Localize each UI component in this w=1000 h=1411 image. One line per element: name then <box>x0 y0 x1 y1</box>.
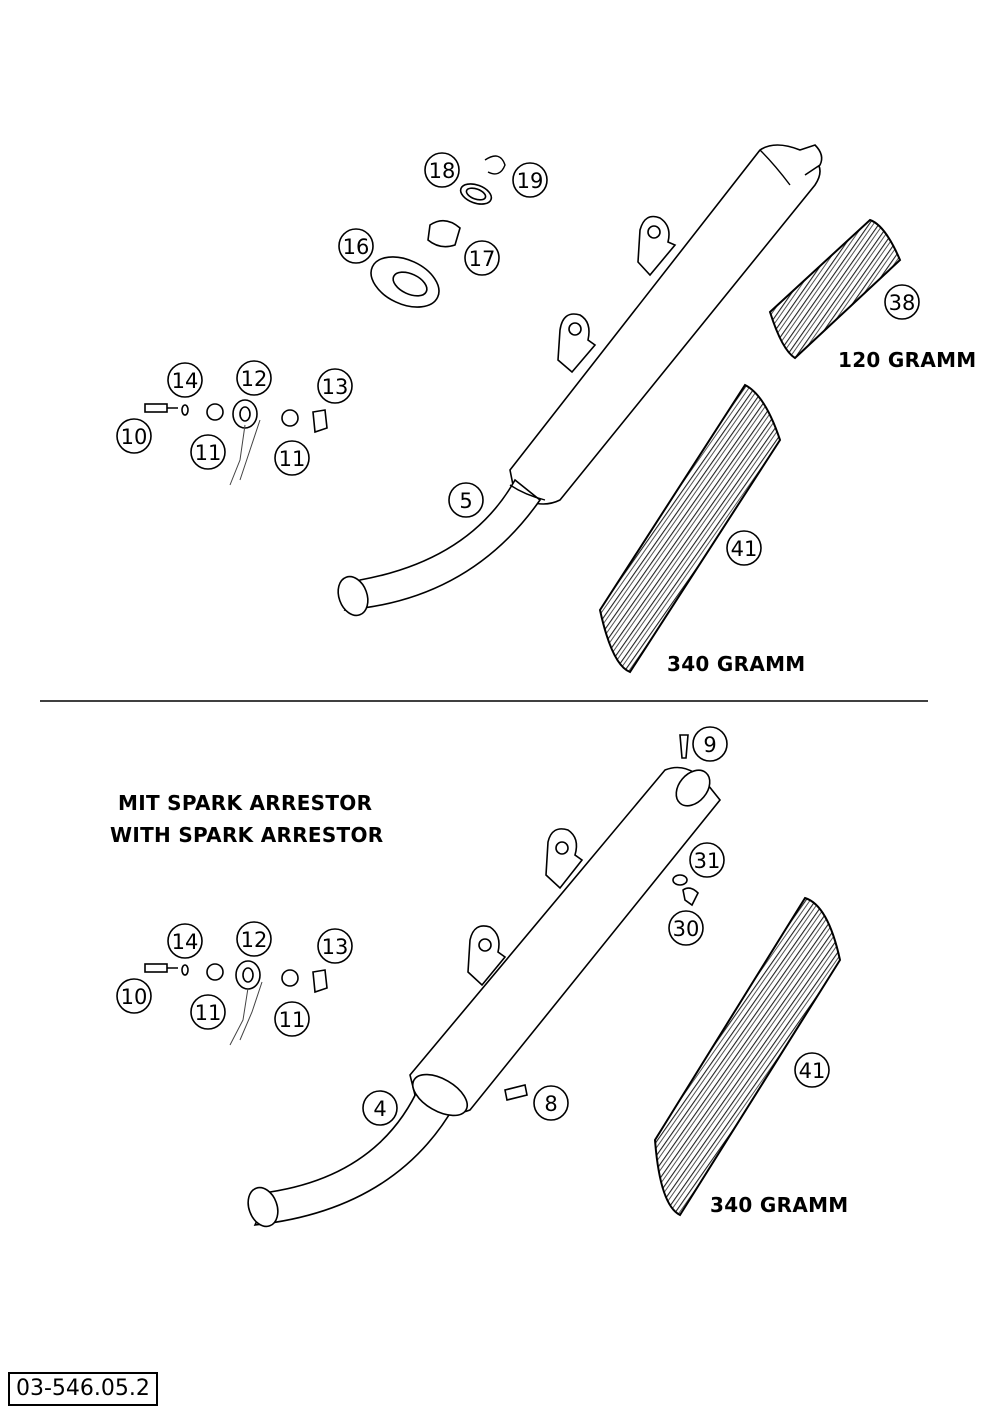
mount-hardware-top <box>144 399 328 486</box>
svg-text:30: 30 <box>673 917 700 941</box>
drawing-code: 03-546.05.2 <box>8 1372 158 1406</box>
callout-18: 18 <box>424 152 460 188</box>
svg-text:11: 11 <box>195 441 222 465</box>
weight-label-38: 120 GRAMM <box>838 348 977 372</box>
svg-text:11: 11 <box>279 447 306 471</box>
svg-text:13: 13 <box>322 935 349 959</box>
svg-text:17: 17 <box>469 247 496 271</box>
packing-41-bottom <box>653 896 842 1217</box>
callout-16: 16 <box>338 228 374 264</box>
silencer-body-4 <box>247 734 722 1228</box>
callout-13: 13 <box>317 368 353 404</box>
silencer-top-assembly <box>144 144 902 674</box>
callout-31: 31 <box>689 842 725 878</box>
weight-label-41-top: 340 GRAMM <box>667 652 806 676</box>
callout-17: 17 <box>464 240 500 276</box>
callout-5: 5 <box>448 482 484 518</box>
callout-10: 10 <box>116 418 152 454</box>
svg-text:19: 19 <box>517 169 544 193</box>
svg-text:38: 38 <box>889 291 916 315</box>
svg-text:16: 16 <box>343 235 370 259</box>
svg-text:14: 14 <box>172 369 199 393</box>
svg-text:14: 14 <box>172 930 199 954</box>
packing-41-top <box>598 383 782 674</box>
end-cap-parts <box>370 155 506 308</box>
svg-text:11: 11 <box>279 1008 306 1032</box>
svg-text:4: 4 <box>373 1097 386 1121</box>
packing-38 <box>768 218 902 360</box>
svg-text:12: 12 <box>241 928 268 952</box>
callout-19: 19 <box>512 162 548 198</box>
callout-9: 9 <box>692 726 728 762</box>
callout-8: 8 <box>533 1085 569 1121</box>
callout-11c: 11 <box>190 994 226 1030</box>
callout-41-top: 41 <box>726 530 762 566</box>
callout-10b: 10 <box>116 978 152 1014</box>
svg-text:5: 5 <box>459 489 472 513</box>
svg-text:31: 31 <box>694 849 721 873</box>
mount-hardware-bottom <box>144 960 328 1046</box>
silencer-body-5 <box>337 144 823 617</box>
callout-11a: 11 <box>190 434 226 470</box>
svg-text:10: 10 <box>121 985 148 1009</box>
svg-text:11: 11 <box>195 1001 222 1025</box>
callout-30: 30 <box>668 910 704 946</box>
callout-11d: 11 <box>274 1001 310 1037</box>
callout-11b: 11 <box>274 440 310 476</box>
callout-12b: 12 <box>236 921 272 957</box>
callout-38: 38 <box>884 284 920 320</box>
svg-text:12: 12 <box>241 367 268 391</box>
callout-4: 4 <box>362 1090 398 1126</box>
weight-label-41-bottom: 340 GRAMM <box>710 1193 849 1217</box>
callout-13b: 13 <box>317 928 353 964</box>
callout-14b: 14 <box>167 923 203 959</box>
spark-arrestor-label-de: MIT SPARK ARRESTOR <box>118 791 372 815</box>
callout-41-bottom: 41 <box>794 1052 830 1088</box>
silencer-bottom-assembly <box>144 734 842 1228</box>
spark-arrestor-label-en: WITH SPARK ARRESTOR <box>110 823 384 847</box>
svg-text:41: 41 <box>731 537 758 561</box>
svg-text:9: 9 <box>703 733 716 757</box>
svg-text:41: 41 <box>799 1059 826 1083</box>
svg-text:10: 10 <box>121 425 148 449</box>
callout-14: 14 <box>167 362 203 398</box>
callout-12: 12 <box>236 360 272 396</box>
svg-text:8: 8 <box>544 1092 557 1116</box>
svg-text:18: 18 <box>429 159 456 183</box>
svg-text:13: 13 <box>322 375 349 399</box>
